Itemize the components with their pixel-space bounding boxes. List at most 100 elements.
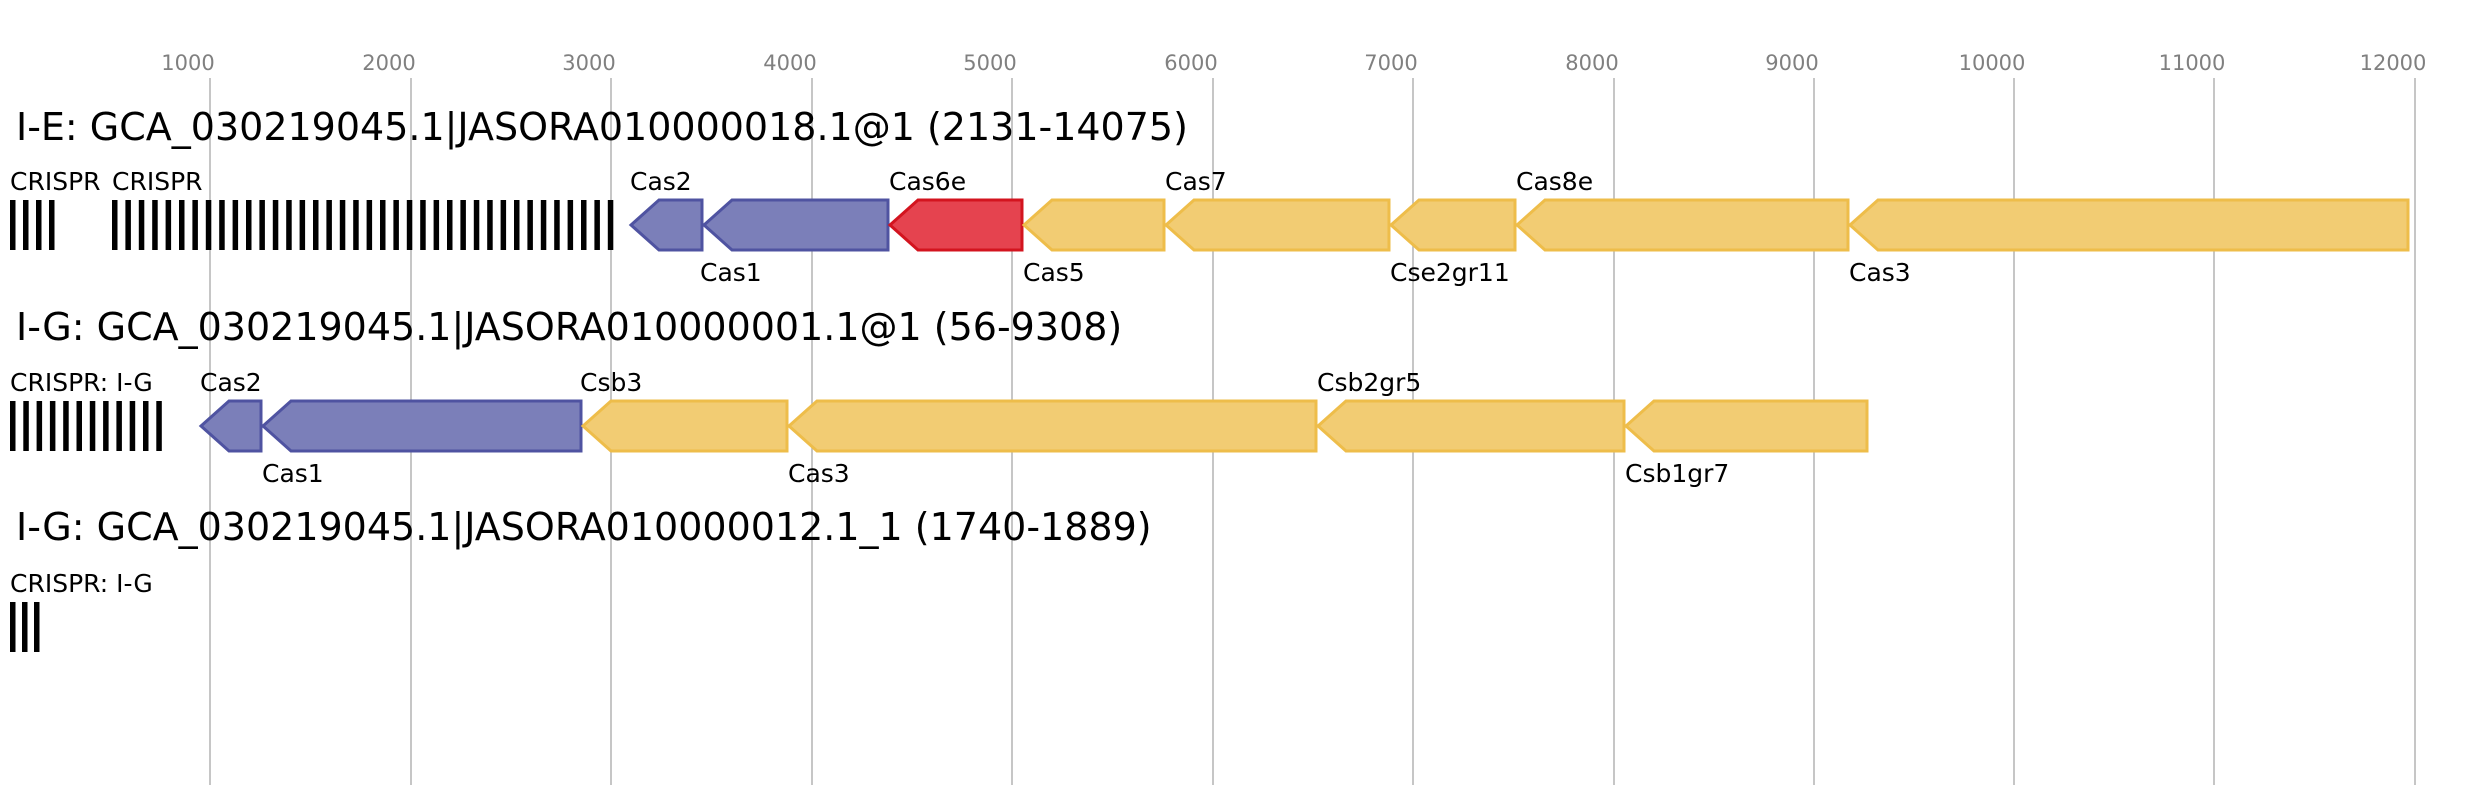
- track-3: I-G: GCA_030219045.1|JASORA010000012.1_1…: [10, 505, 1152, 652]
- crispr-repeat: [460, 200, 466, 250]
- gene-label: Cas7: [1165, 167, 1227, 196]
- crispr-repeat: [514, 200, 520, 250]
- crispr-repeat: [259, 200, 265, 250]
- crispr-repeat: [23, 200, 29, 250]
- gene-cas5: Cas5: [1021, 198, 1166, 287]
- axis-tick-label: 1000: [161, 51, 214, 75]
- crispr-repeat: [156, 401, 162, 451]
- crispr-array-label: CRISPR: I-G: [10, 368, 153, 397]
- gene-arrow: [786, 399, 1318, 453]
- crispr-repeat: [607, 200, 614, 250]
- axis-tick-label: 8000: [1565, 51, 1618, 75]
- crispr-repeat: [34, 602, 40, 652]
- gene-csb2gr5: Csb2gr5: [1315, 368, 1626, 453]
- crispr-array-label: CRISPR: I-G: [10, 569, 153, 598]
- gene-arrow: [1021, 198, 1166, 252]
- gene-cas3: Cas3: [786, 399, 1318, 488]
- crispr-repeat: [380, 200, 386, 250]
- gene-arrow: [628, 198, 704, 252]
- gene-cas3: Cas3: [1847, 198, 2410, 287]
- axis-tick-label: 10000: [1959, 51, 2026, 75]
- crispr-repeat: [540, 200, 547, 250]
- gene-arrow: [887, 198, 1024, 252]
- track-title: I-G: GCA_030219045.1|JASORA010000012.1_1…: [16, 505, 1152, 550]
- axis-tick-label: 3000: [562, 51, 615, 75]
- crispr-repeat: [313, 200, 319, 250]
- crispr-repeat: [63, 401, 69, 451]
- crispr-repeat: [353, 200, 359, 250]
- gene-label: Cas3: [788, 459, 850, 488]
- gene-cas2: Cas2: [198, 368, 263, 453]
- crispr-repeat: [487, 200, 493, 250]
- gene-label: Cse2gr11: [1390, 258, 1510, 287]
- track-title: I-E: GCA_030219045.1|JASORA010000018.1@1…: [16, 105, 1188, 150]
- crispr-repeat: [179, 200, 185, 250]
- crispr-repeat: [192, 200, 198, 250]
- crispr-array-label: CRISPR: [10, 167, 101, 196]
- gene-arrow: [1315, 399, 1626, 453]
- axis-tick-label: 4000: [763, 51, 816, 75]
- gene-cas1: Cas1: [700, 198, 890, 287]
- crispr-array: CRISPR: [112, 167, 614, 250]
- crispr-repeat: [22, 602, 28, 652]
- crispr-repeat: [326, 200, 332, 250]
- crispr-array: CRISPR: [10, 167, 101, 250]
- crispr-repeat: [272, 200, 279, 250]
- crispr-array-label: CRISPR: [112, 167, 203, 196]
- crispr-repeat: [527, 200, 533, 250]
- crispr-repeat: [299, 200, 306, 250]
- gene-label: Cas5: [1023, 258, 1085, 287]
- gene-label: Cas8e: [1516, 167, 1593, 196]
- crispr-repeat: [49, 401, 56, 451]
- gene-cas6e: Cas6e: [887, 167, 1024, 252]
- crispr-repeat: [393, 200, 399, 250]
- crispr-repeat: [103, 401, 109, 451]
- crispr-repeat: [473, 200, 480, 250]
- gene-arrow: [260, 399, 583, 453]
- axis-tick-label: 11000: [2159, 51, 2226, 75]
- axis-tick-label: 7000: [1364, 51, 1417, 75]
- crispr-repeat: [554, 200, 560, 250]
- crispr-repeat: [366, 200, 373, 250]
- crispr-repeat: [594, 200, 600, 250]
- gene-arrow: [1514, 198, 1850, 252]
- track-2: I-G: GCA_030219045.1|JASORA010000001.1@1…: [10, 305, 1869, 488]
- crispr-repeat: [10, 200, 16, 250]
- gene-arrow: [1847, 198, 2410, 252]
- gene-label: Cas1: [262, 459, 324, 488]
- crispr-repeat: [219, 200, 225, 250]
- gene-csb1gr7: Csb1gr7: [1623, 399, 1869, 488]
- gene-label: Cas2: [200, 368, 262, 397]
- crispr-repeat: [286, 200, 292, 250]
- gene-label: Cas3: [1849, 258, 1911, 287]
- crispr-repeat: [246, 200, 252, 250]
- crispr-repeat: [567, 200, 574, 250]
- crispr-repeat: [500, 200, 507, 250]
- crispr-repeat: [36, 200, 42, 250]
- gene-csb3: Csb3: [580, 368, 789, 453]
- crispr-array: CRISPR: I-G: [10, 368, 162, 451]
- crispr-repeat: [152, 200, 158, 250]
- crispr-repeat: [138, 200, 145, 250]
- track-title: I-G: GCA_030219045.1|JASORA010000001.1@1…: [16, 305, 1122, 350]
- crispr-repeat: [447, 200, 453, 250]
- crispr-repeat: [406, 200, 413, 250]
- axis-tick-label: 6000: [1164, 51, 1217, 75]
- gene-label: Cas1: [700, 258, 762, 287]
- gene-arrow: [1388, 198, 1517, 252]
- axis-tick-label: 5000: [963, 51, 1016, 75]
- gene-label: Cas6e: [889, 167, 966, 196]
- gene-label: Csb1gr7: [1625, 459, 1729, 488]
- crispr-repeat: [129, 401, 136, 451]
- crispr-repeat: [89, 401, 96, 451]
- gene-arrow: [1623, 399, 1869, 453]
- gene-cas2: Cas2: [628, 167, 704, 252]
- crispr-repeat: [420, 200, 426, 250]
- gene-cas8e: Cas8e: [1514, 167, 1850, 252]
- crispr-repeat: [125, 200, 131, 250]
- gene-cse2gr11: Cse2gr11: [1388, 198, 1517, 287]
- crispr-repeat: [232, 200, 239, 250]
- crispr-repeat: [339, 200, 346, 250]
- crispr-repeat: [76, 401, 82, 451]
